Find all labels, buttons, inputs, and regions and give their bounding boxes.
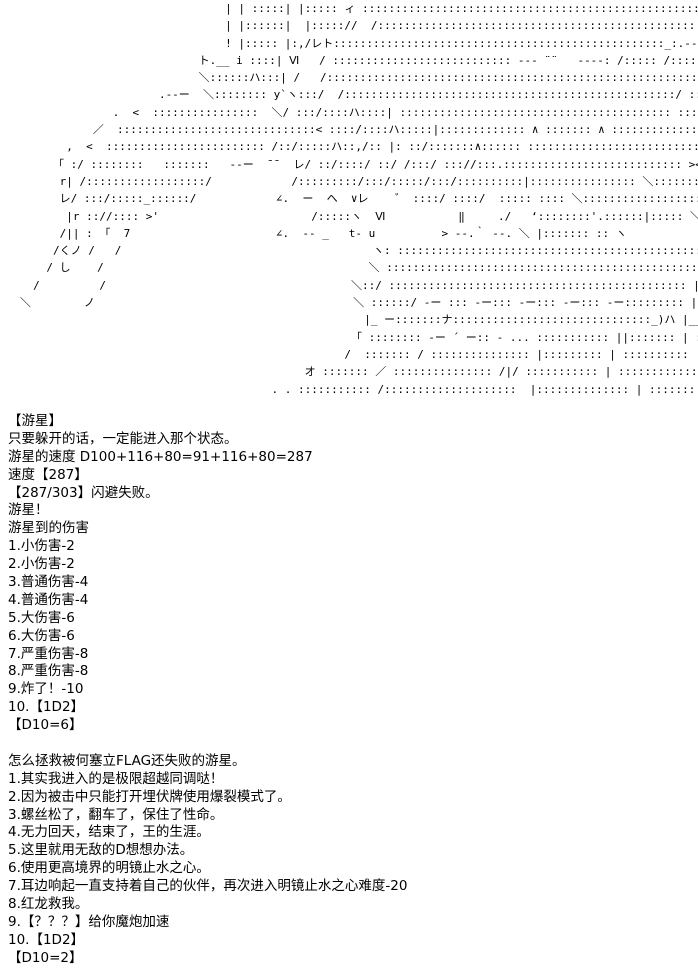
- post-body: 【游星】 只要躲开的话，一定能进入那个状态。 游星的速度 D100+116+80…: [8, 413, 692, 968]
- speed-roll-line: 游星的速度 D100+116+80=91+116+80=287: [8, 448, 313, 465]
- damage-option: 8.严重伤害-8: [8, 663, 89, 680]
- rescue-option: 8.红龙救我。: [8, 896, 89, 913]
- speaker-tag: 【游星】: [8, 413, 62, 429]
- ascii-art-text: | | :::::| |::::: ィ ::::::::::::::::::::…: [19, 2, 698, 396]
- blank-line: [8, 735, 692, 753]
- rescue-option: 2.因为被击中只能打开埋伏牌使用爆裂模式了。: [8, 788, 291, 805]
- dodge-result-line: 【287/303】闪避失败。: [8, 484, 159, 501]
- speed-result-line: 速度【287】: [8, 466, 88, 483]
- rescue-option: 7.耳边响起一直支持着自己的伙伴，再次进入明镜止水之心难度-20: [8, 878, 408, 895]
- damage-option: 3.普通伤害-4: [8, 574, 89, 591]
- rescue-option: 1.其实我进入的是极限超越同调哒！: [8, 770, 224, 787]
- damage-roll-result: 【D10=6】: [8, 717, 83, 734]
- rescue-option: 5.这里就用无敌的D想想办法。: [8, 842, 194, 859]
- damage-heading: 游星到的伤害: [8, 520, 89, 537]
- rescue-roll-result: 【D10=2】: [8, 949, 83, 966]
- rescue-option: 3.螺丝松了，翻车了，保住了性命。: [8, 806, 224, 823]
- damage-option: 5.大伤害-6: [8, 609, 75, 626]
- rescue-option: 9.【？？？】给你魔炮加速: [8, 913, 170, 930]
- dialogue-line: 只要躲开的话，一定能进入那个状态。: [8, 430, 238, 447]
- ascii-art-illustration: | | :::::| |::::: ィ ::::::::::::::::::::…: [0, 0, 698, 410]
- damage-option: 4.普通伤害-4: [8, 591, 89, 608]
- rescue-option: 4.无力回天，结束了，王的生涯。: [8, 824, 210, 841]
- rescue-option: 10.【1D2】: [8, 931, 85, 948]
- damage-option: 10.【1D2】: [8, 699, 85, 716]
- rescue-option: 6.使用更高境界的明镜止水之心。: [8, 860, 210, 877]
- damage-option: 2.小伤害-2: [8, 556, 75, 573]
- damage-option: 6.大伤害-6: [8, 627, 75, 644]
- damage-option: 7.严重伤害-8: [8, 645, 89, 662]
- rescue-heading: 怎么拯救被何塞立FLAG还失败的游星。: [8, 752, 246, 769]
- damage-option: 9.炸了！-10: [8, 681, 84, 698]
- damage-option: 1.小伤害-2: [8, 538, 75, 555]
- exclamation-line: 游星！: [8, 502, 49, 519]
